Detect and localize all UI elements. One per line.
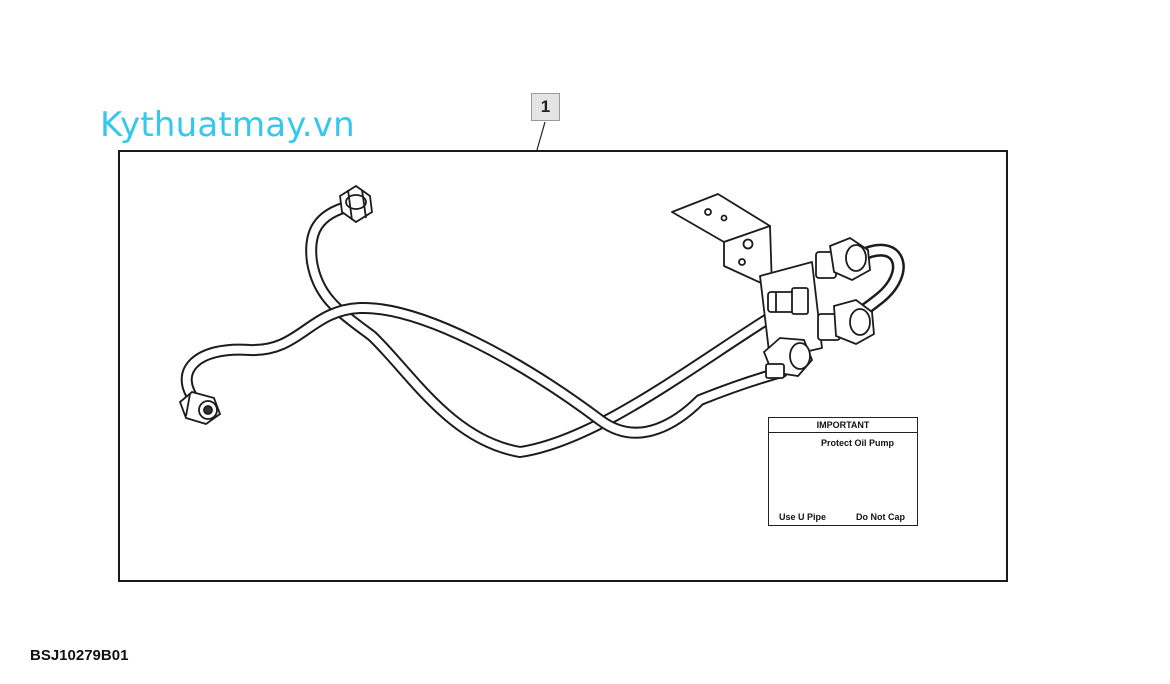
use-u-pipe-caption: Use U Pipe [779, 512, 827, 522]
fitting-upper-right [815, 236, 871, 282]
warning-text: Protect Oil Pump [821, 438, 895, 448]
callout-leader [536, 121, 546, 151]
important-heading: IMPORTANT [769, 418, 917, 433]
mounting-bracket [671, 193, 823, 361]
figure-code: BSJ10279B01 [30, 647, 129, 664]
fitting-upper-left [767, 287, 809, 315]
fitting-lower-right [817, 299, 875, 345]
pipe-a [305, 200, 788, 458]
fitting-lower-left [762, 337, 814, 379]
do-not-cap-caption: Do Not Cap [856, 512, 905, 522]
upper-nut [339, 184, 373, 224]
left-nut [178, 391, 222, 425]
important-notice-card: IMPORTANT Protect Oil Pump Use U Pipe Do… [768, 417, 918, 526]
callout-1: 1 [531, 93, 560, 121]
illustration-frame [118, 150, 1008, 582]
watermark-text: Kythuatmay.vn [100, 105, 355, 145]
